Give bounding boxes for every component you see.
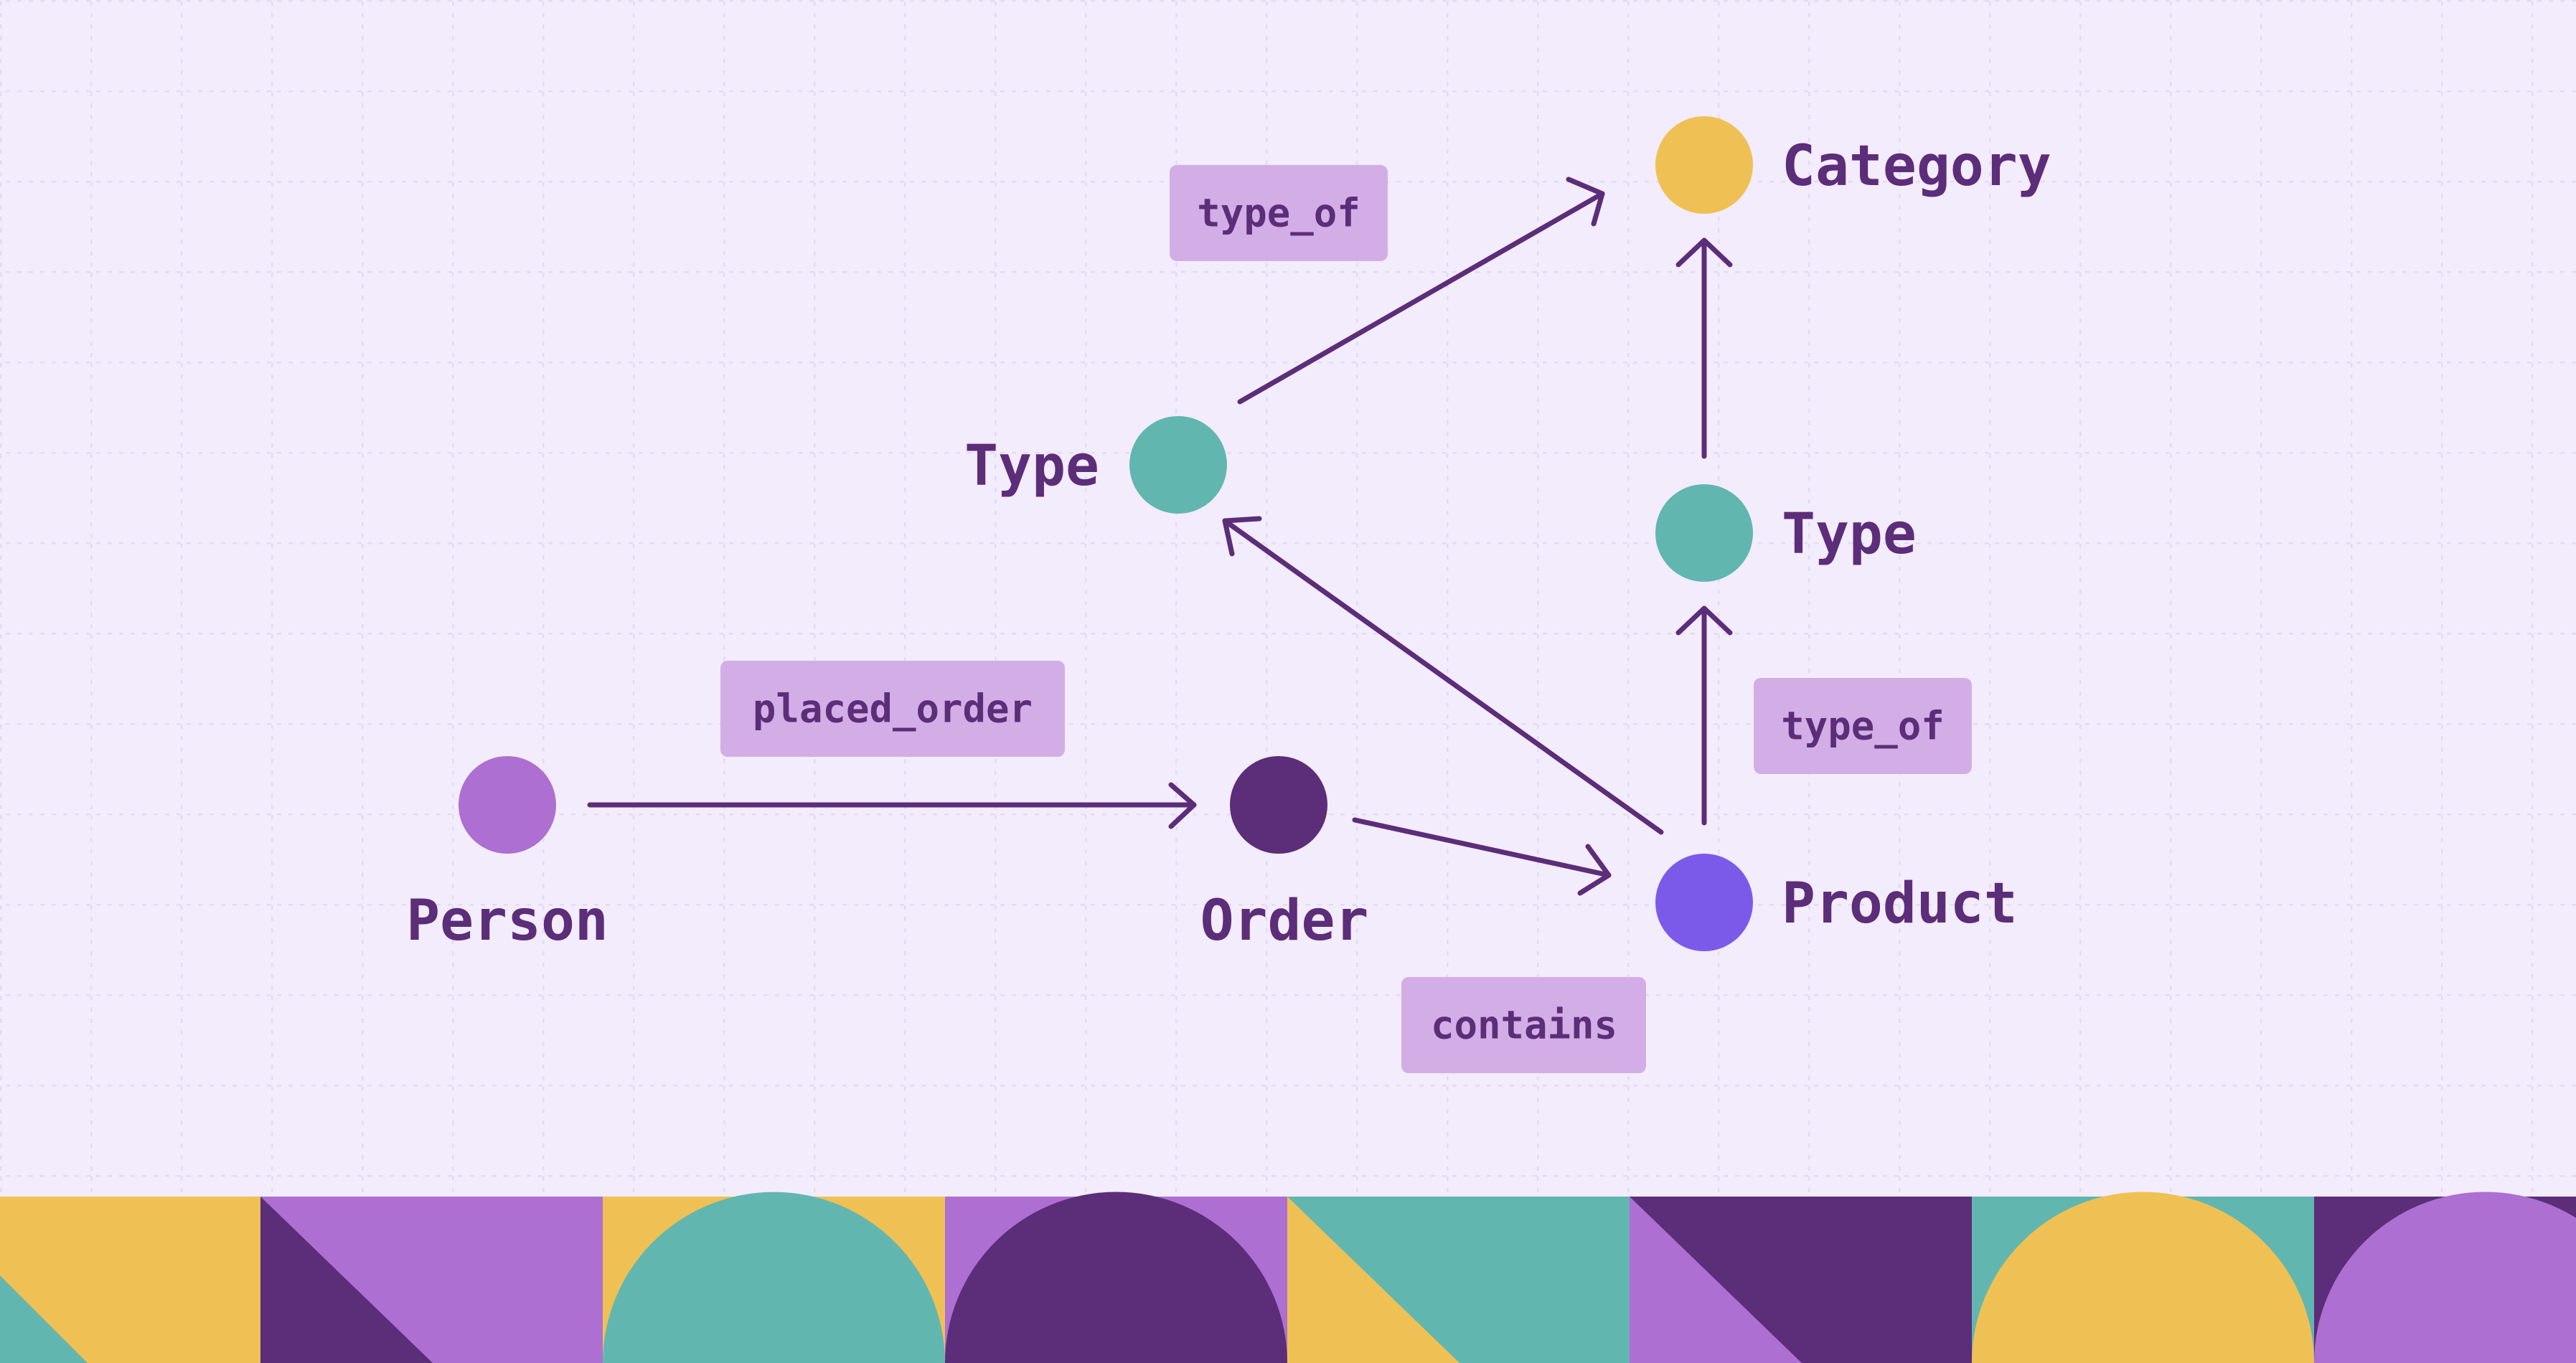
edge-label-type-of-right: type_of (1754, 678, 1972, 774)
footer-tile-7 (2314, 1192, 2576, 1363)
edge-label-placed-order: placed_order (720, 661, 1065, 757)
node-product-label: Product (1782, 872, 2018, 936)
node-type-left: Type (964, 416, 1227, 514)
edge-label-text: type_of (1197, 191, 1360, 236)
node-product: Product (1655, 854, 2018, 951)
node-type-right-label: Type (1782, 502, 1917, 567)
edge-type-left-category-arrowhead (1566, 176, 1605, 227)
edge-person-order (587, 782, 1197, 829)
footer-tile-2 (603, 1192, 945, 1363)
node-type-right: Type (1655, 484, 1917, 582)
edge-product-type-right-arrowhead (1675, 605, 1733, 636)
edge-label-type-of-left: type_of (1170, 165, 1388, 261)
node-category-label: Category (1782, 134, 2051, 199)
node-order-circle (1230, 756, 1327, 854)
footer-tile-4 (1287, 1197, 1630, 1363)
node-type-left-circle (1129, 416, 1227, 514)
node-order: Order (1200, 756, 1369, 953)
node-person-label: Person (406, 889, 608, 953)
node-product-circle (1655, 854, 1753, 951)
edge-label-text: placed_order (753, 687, 1033, 732)
node-category-circle (1655, 116, 1753, 214)
edge-label-contains: contains (1401, 977, 1646, 1073)
footer-tile-edge (0, 1197, 260, 1363)
edge-type-left-category (1237, 176, 1605, 405)
edge-person-order-arrowhead (1168, 782, 1197, 829)
node-type-left-label: Type (964, 434, 1099, 499)
edge-product-type-left-arrowhead (1222, 516, 1262, 557)
edge-type-right-category (1675, 237, 1733, 459)
edge-order-product (1352, 817, 1612, 896)
node-person: Person (406, 756, 608, 953)
node-category: Category (1655, 116, 2051, 214)
footer-tile-5 (1630, 1197, 1972, 1363)
edge-label-text: contains (1431, 1003, 1617, 1048)
edge-product-type-left (1222, 516, 1664, 835)
footer-tile-3 (945, 1192, 1287, 1363)
edge-type-right-category-arrowhead (1675, 237, 1733, 268)
node-person-circle (459, 756, 556, 854)
edges (587, 176, 1733, 896)
footer-tile-1 (260, 1197, 603, 1363)
footer-tile-6 (1972, 1192, 2314, 1363)
edge-order-product-arrowhead (1577, 844, 1612, 896)
node-type-right-circle (1655, 484, 1753, 582)
edge-label-text: type_of (1781, 704, 1945, 749)
edge-product-type-right (1675, 605, 1733, 826)
footer-pattern (0, 1192, 2576, 1363)
node-order-label: Order (1200, 889, 1369, 953)
